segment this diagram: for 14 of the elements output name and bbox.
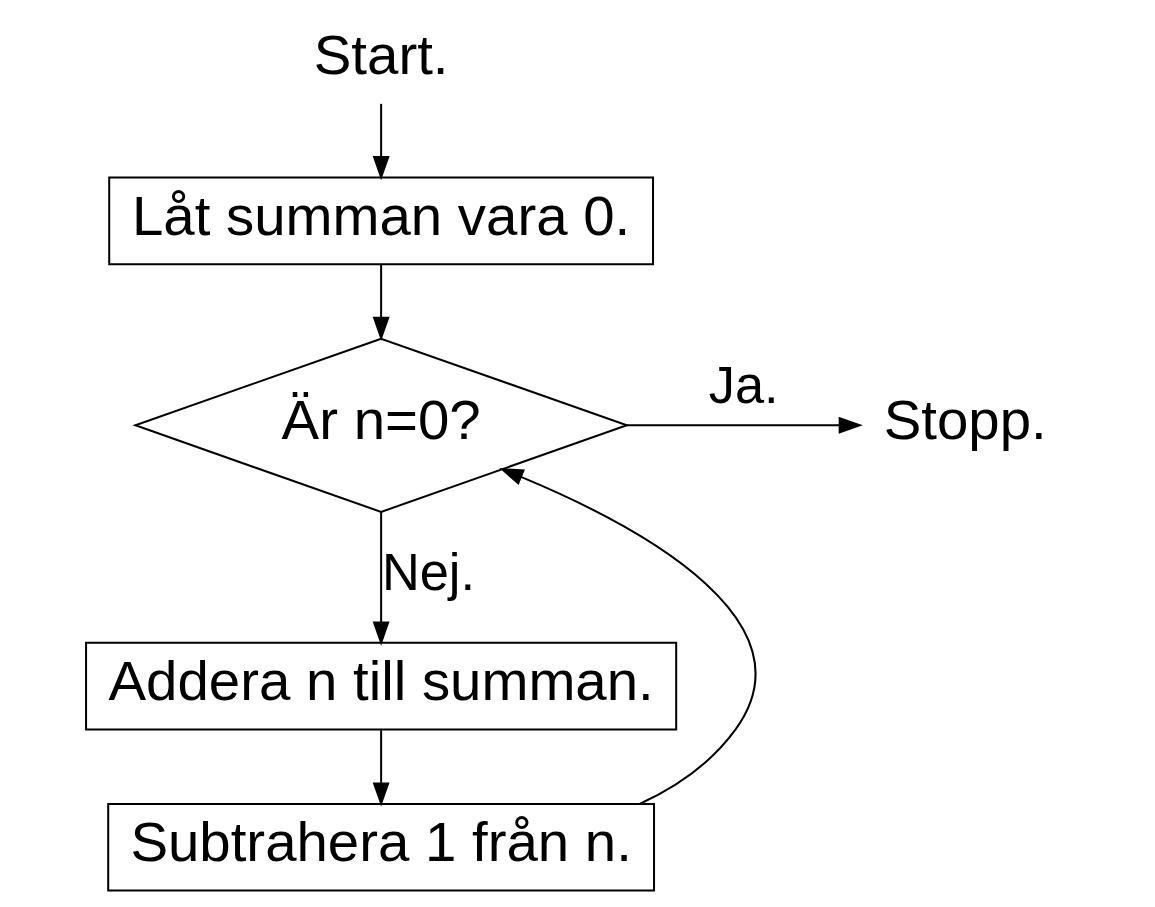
arrow [372, 264, 390, 342]
edge-label: Ja. [708, 355, 779, 414]
arrow [498, 468, 756, 805]
arrow [626, 416, 863, 434]
arrow [372, 730, 390, 807]
node-box: Låt summan vara 0. [107, 176, 654, 266]
node-text: Stopp. [883, 388, 1047, 452]
edge-label: Nej. [381, 543, 475, 602]
node-text: Start. [313, 22, 448, 86]
arrow [372, 103, 390, 181]
node-diamond: Är n=0? [131, 337, 630, 513]
node-box: Subtrahera 1 från n. [106, 802, 655, 892]
arrow [372, 512, 390, 646]
node-box: Addera n till summan. [84, 641, 677, 731]
